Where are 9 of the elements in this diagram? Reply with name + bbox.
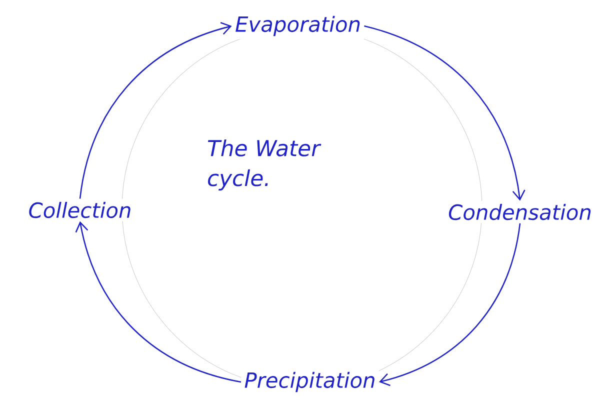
- arrow: [379, 223, 521, 386]
- stage-label: Collection: [25, 198, 135, 222]
- arrow: [79, 22, 232, 199]
- stage-label: Precipitation: [241, 368, 379, 396]
- arrow: [364, 25, 526, 201]
- title: The Water cycle.: [208, 139, 322, 191]
- stage-label: Condensation: [445, 200, 595, 224]
- arrow: [75, 221, 242, 383]
- stage-label: Evaporation: [232, 12, 364, 40]
